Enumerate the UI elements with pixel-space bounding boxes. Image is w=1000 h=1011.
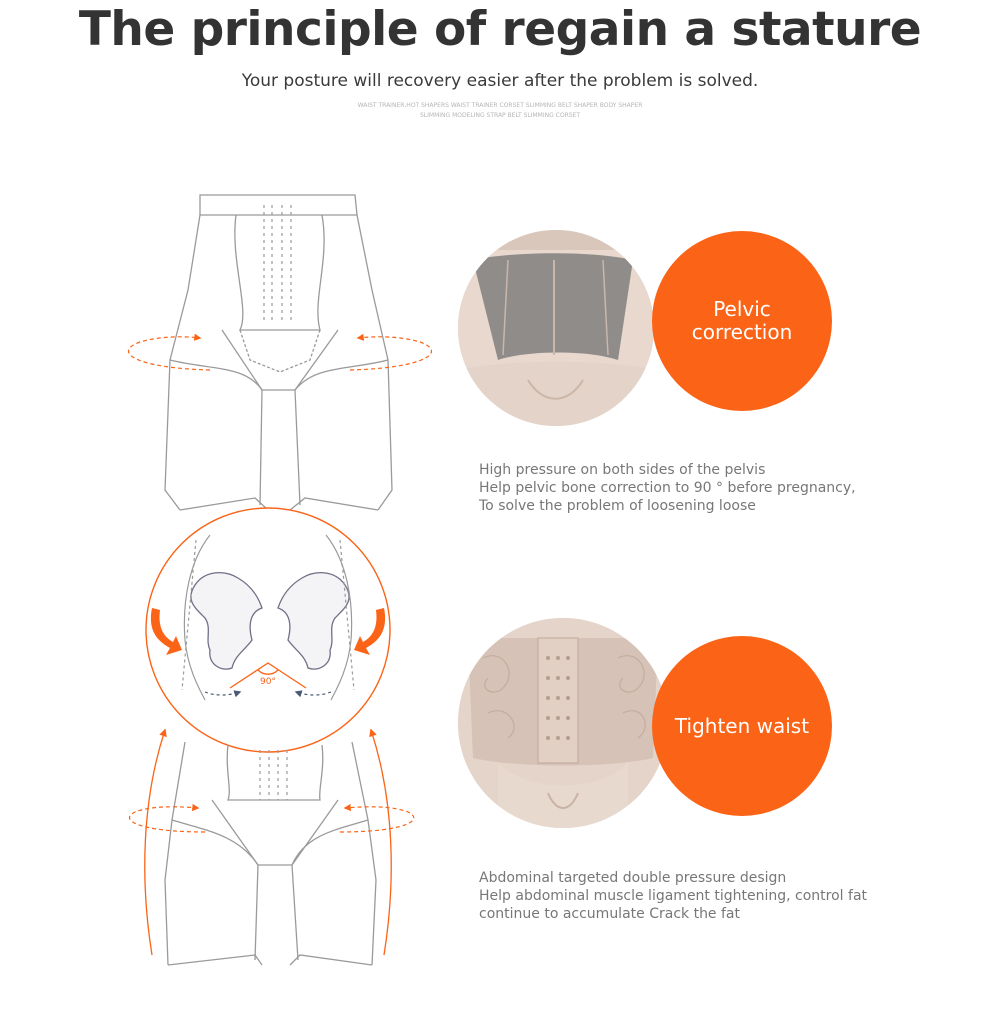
top-rotation-arrows [127, 333, 433, 371]
description-line: High pressure on both sides of the pelvi… [479, 462, 766, 478]
pelvic-product-photo [458, 230, 654, 426]
description-line: Help pelvic bone correction to 90 ° befo… [479, 480, 856, 496]
pelvis-bone-drawing [190, 572, 350, 670]
badge-line-1: Tighten waist [674, 713, 810, 738]
bottom-lift-arrows [144, 728, 392, 956]
description-line: Abdominal targeted double pressure desig… [479, 870, 787, 886]
top-hook-rows [263, 205, 292, 320]
pelvic-correction-badge: Pelvic correction [652, 231, 832, 411]
tighten-waist-badge: Tighten waist [652, 636, 832, 816]
pelvis-circle [145, 507, 391, 753]
page-title: The principle of regain a stature [78, 2, 922, 57]
waist-description: Abdominal targeted double pressure desig… [479, 869, 867, 923]
keyword-tags: WAIST TRAINER,HOT SHAPERS WAIST TRAINER … [300, 101, 700, 121]
description-line: Help abdominal muscle ligament tightenin… [479, 888, 868, 904]
pelvis-inward-arrows [204, 690, 332, 698]
pelvis-press-arrows [150, 608, 386, 655]
pelvic-correction-label: Pelvic correction [692, 298, 793, 344]
pelvic-photo-illustration [458, 230, 654, 426]
pelvis-angle-marks [229, 662, 307, 689]
top-garment-drawing [164, 194, 393, 511]
bottom-rotation-arrows [129, 803, 415, 833]
bottom-hook-rows [259, 750, 288, 800]
angle-label: 90° [260, 677, 276, 687]
bottom-garment-drawing [164, 741, 377, 966]
page-subtitle: Your posture will recovery easier after … [241, 71, 759, 91]
waist-product-photo [458, 618, 668, 828]
tighten-waist-label: Tighten waist [674, 713, 810, 738]
keyword-line-2: SLIMMING MODELING STRAP BELT SLIMMING CO… [419, 112, 581, 119]
description-line: To solve the problem of loosening loose [479, 498, 756, 514]
badge-line-2: correction [691, 320, 793, 344]
description-line: continue to accumulate Crack the fat [479, 906, 740, 922]
badge-line-1: Pelvic [713, 297, 771, 321]
waist-photo-illustration [458, 618, 668, 828]
keyword-line-1: WAIST TRAINER,HOT SHAPERS WAIST TRAINER … [357, 102, 643, 109]
pelvic-description: High pressure on both sides of the pelvi… [479, 461, 856, 515]
pelvis-body-outline [181, 534, 355, 701]
